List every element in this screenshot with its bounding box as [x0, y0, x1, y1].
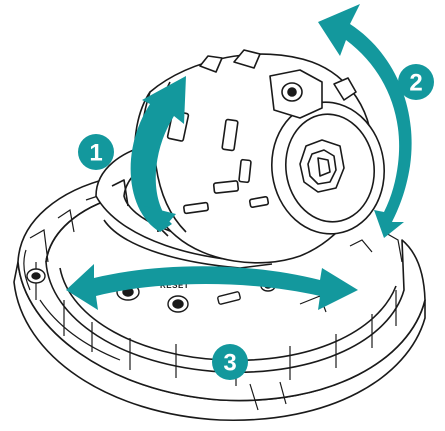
- camera-ball: [133, 49, 386, 264]
- step-number-3: 3: [223, 350, 236, 377]
- top-bracket: [269, 69, 323, 119]
- tilt-arrow: [130, 76, 186, 232]
- step-number-2: 2: [409, 70, 422, 97]
- rotate-arrow: [318, 4, 412, 238]
- pan-arrow: [66, 264, 358, 310]
- step-badge-2: 2: [398, 64, 434, 100]
- step-badge-1: 1: [78, 134, 114, 170]
- base-slot: [217, 291, 241, 305]
- step-badge-3: 3: [212, 344, 248, 380]
- reset-label: RESET: [160, 281, 189, 290]
- step-number-1: 1: [89, 140, 102, 167]
- lens-mount: [299, 139, 345, 193]
